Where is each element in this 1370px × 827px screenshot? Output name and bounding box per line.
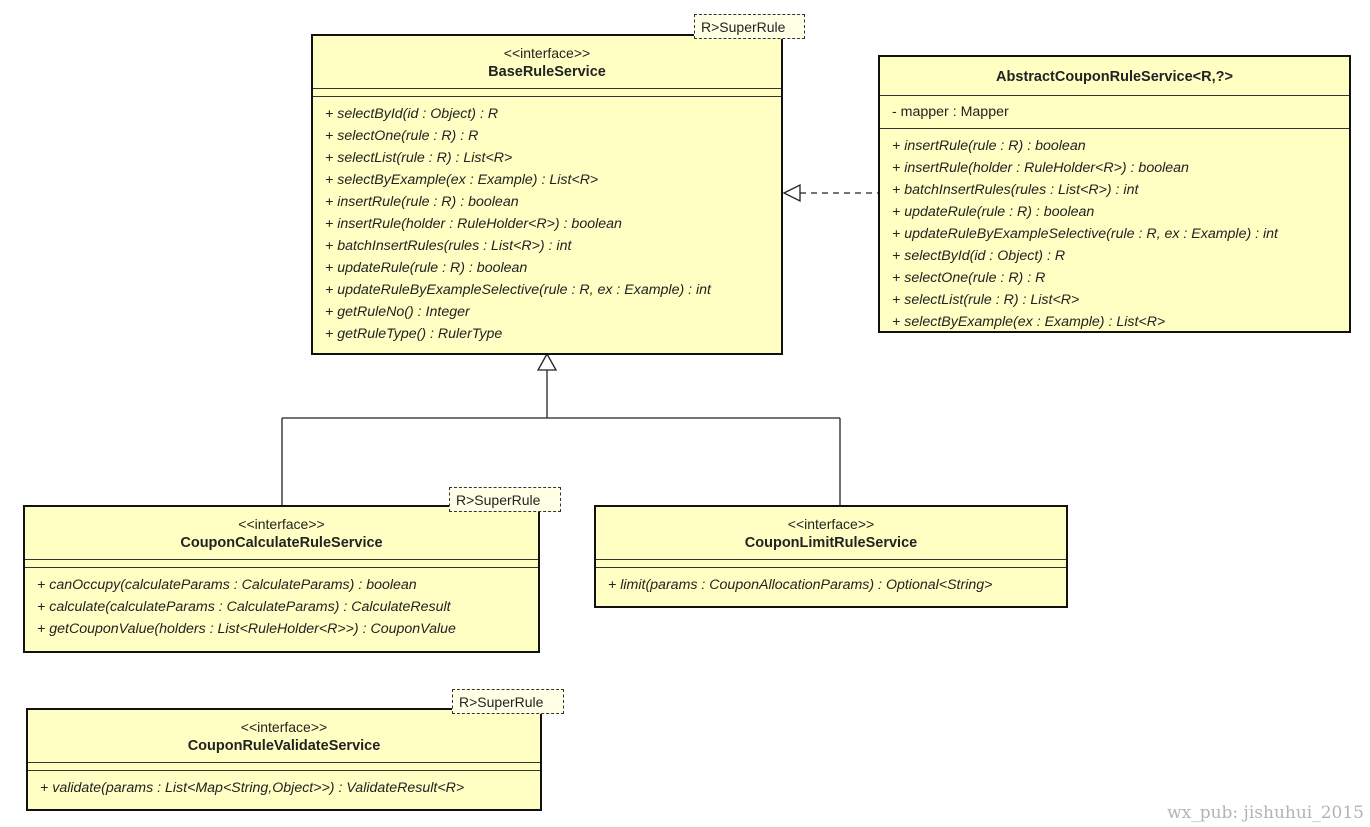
compartment-divider [25,559,538,560]
attributes-compartment [25,560,538,567]
class-base-rule-service: <<interface>> BaseRuleService + selectBy… [311,34,783,355]
operations-compartment: + validate(params : List<Map<String,Obje… [28,771,540,805]
operation: + selectById(id : Object) : R [892,248,1066,264]
operation: + selectList(rule : R) : List<R> [325,150,513,166]
operation: + selectList(rule : R) : List<R> [892,292,1080,308]
stereotype-label: <<interface>> [238,516,325,532]
operation: + getRuleType() : RulerType [325,326,503,342]
class-name: AbstractCouponRuleService<R,?> [996,69,1233,85]
operation: + validate(params : List<Map<String,Obje… [40,780,465,796]
compartment-divider [28,770,540,771]
operation: + updateRuleByExampleSelective(rule : R,… [892,226,1278,242]
class-name: CouponCalculateRuleService [180,535,383,551]
stereotype-label: <<interface>> [503,45,591,61]
class-header: <<interface>> CouponRuleValidateService [28,710,540,762]
operation: + updateRuleByExampleSelective(rule : R,… [325,282,711,298]
operation: + canOccupy(calculateParams : CalculateP… [37,577,417,593]
class-name: CouponLimitRuleService [744,535,918,551]
attribute: - mapper : Mapper [892,104,1009,120]
operation: + insertRule(rule : R) : boolean [325,194,519,210]
attributes-compartment [596,560,1066,567]
compartment-divider [313,96,781,97]
compartment-divider [880,128,1349,129]
class-header: <<interface>> CouponLimitRuleService [596,507,1066,559]
attributes-compartment [28,763,540,770]
class-coupon-rule-validate-service: <<interface>> CouponRuleValidateService … [26,708,542,811]
operation: + getRuleNo() : Integer [325,304,470,320]
operation: + batchInsertRules(rules : List<R>) : in… [325,238,572,254]
template-parameter: R>SuperRule [452,689,564,714]
compartment-divider [596,567,1066,568]
operation: + updateRule(rule : R) : boolean [325,260,528,276]
class-name: CouponRuleValidateService [187,738,381,754]
operations-compartment: + insertRule(rule : R) : boolean + inser… [880,129,1349,339]
generalization-arrowhead [536,352,558,371]
operation: + getCouponValue(holders : List<RuleHold… [37,621,456,637]
class-header: AbstractCouponRuleService<R,?> [880,57,1349,95]
compartment-divider [313,88,781,89]
operation: + insertRule(holder : RuleHolder<R>) : b… [325,216,622,232]
class-name: BaseRuleService [488,64,606,80]
operation: + selectByExample(ex : Example) : List<R… [892,314,1166,330]
class-coupon-limit-rule-service: <<interface>> CouponLimitRuleService + l… [594,505,1068,608]
operation: + selectOne(rule : R) : R [325,128,479,144]
operation: + calculate(calculateParams : CalculateP… [37,599,451,615]
compartment-divider [28,762,540,763]
realization-arrowhead [782,183,801,203]
class-header: <<interface>> CouponCalculateRuleService [25,507,538,559]
operation: + insertRule(holder : RuleHolder<R>) : b… [892,160,1189,176]
operation: + selectOne(rule : R) : R [892,270,1046,286]
class-header: <<interface>> BaseRuleService [313,36,781,88]
compartment-divider [880,95,1349,96]
operations-compartment: + canOccupy(calculateParams : CalculateP… [25,568,538,646]
compartment-divider [25,567,538,568]
operation: + limit(params : CouponAllocationParams)… [608,577,993,593]
compartment-divider [596,559,1066,560]
operation: + selectByExample(ex : Example) : List<R… [325,172,599,188]
class-abstract-coupon-rule-service: AbstractCouponRuleService<R,?> - mapper … [878,55,1351,333]
class-coupon-calculate-rule-service: <<interface>> CouponCalculateRuleService… [23,505,540,653]
attributes-compartment [313,89,781,96]
operations-compartment: + selectById(id : Object) : R + selectOn… [313,97,781,351]
stereotype-label: <<interface>> [240,719,328,735]
operations-compartment: + limit(params : CouponAllocationParams)… [596,568,1066,602]
watermark: wx_pub: jishuhui_2015 [1167,803,1364,823]
operation: + batchInsertRules(rules : List<R>) : in… [892,182,1139,198]
stereotype-label: <<interface>> [787,516,875,532]
template-parameter: R>SuperRule [449,487,561,512]
operation: + selectById(id : Object) : R [325,106,499,122]
operation: + insertRule(rule : R) : boolean [892,138,1086,154]
operation: + updateRule(rule : R) : boolean [892,204,1095,220]
template-parameter: R>SuperRule [694,14,805,39]
